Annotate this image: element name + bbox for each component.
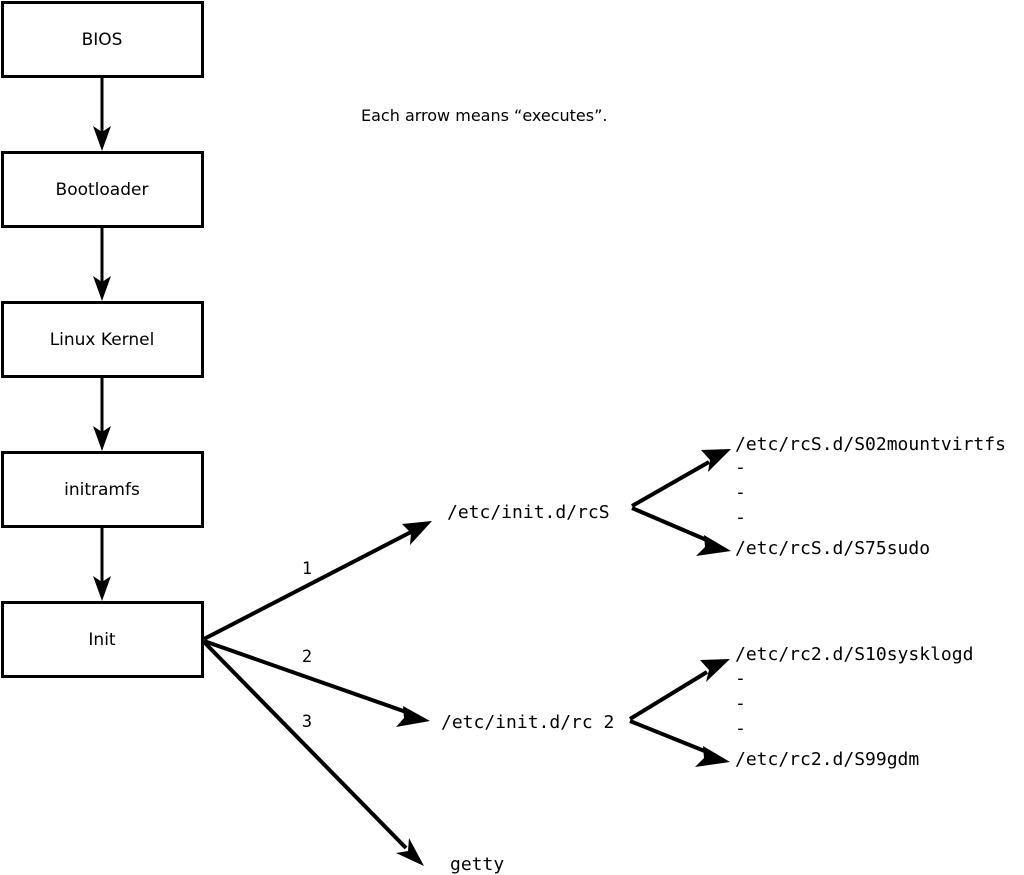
rc2-script-first: /etc/rc2.d/S10sysklogd bbox=[735, 644, 973, 665]
branch-target-rcs: /etc/init.d/rcS bbox=[447, 502, 610, 523]
rc2-ellipsis-dash-1: - bbox=[735, 668, 746, 689]
branch-target-getty: getty bbox=[450, 854, 504, 875]
stage-box-initramfs[interactable]: initramfs bbox=[1, 451, 204, 528]
chain-arrow-kernel-to-initramfs bbox=[93, 377, 111, 451]
stage-label-bios: BIOS bbox=[82, 30, 123, 50]
init-branch-3: 3 getty bbox=[202, 640, 504, 875]
rcs-ellipsis: - - - bbox=[735, 457, 746, 528]
branch-number-2: 2 bbox=[302, 647, 312, 667]
caption-each-arrow-means-executes: Each arrow means “executes”. bbox=[361, 106, 607, 125]
rcs-subbranch-lower: /etc/rcS.d/S75sudo bbox=[631, 506, 930, 559]
rc2-ellipsis: - - - bbox=[735, 668, 746, 739]
stage-label-bootloader: Bootloader bbox=[56, 180, 149, 200]
rc2-script-last: /etc/rc2.d/S99gdm bbox=[735, 749, 919, 770]
rcs-subbranch-upper: /etc/rcS.d/S02mountvirtfs bbox=[631, 434, 1006, 508]
chain-arrow-initramfs-to-init bbox=[93, 527, 111, 601]
chain-arrow-bootloader-to-kernel bbox=[93, 227, 111, 301]
init-branch-1: 1 /etc/init.d/rcS bbox=[203, 502, 610, 641]
stage-box-init[interactable]: Init bbox=[1, 601, 204, 678]
init-branch-2: 2 /etc/init.d/rc 2 bbox=[203, 639, 614, 733]
stage-label-linux-kernel: Linux Kernel bbox=[50, 330, 155, 350]
rcs-ellipsis-dash-3: - bbox=[735, 507, 746, 528]
branch-number-1: 1 bbox=[302, 559, 312, 579]
rc2-ellipsis-dash-2: - bbox=[735, 693, 746, 714]
stage-box-bios[interactable]: BIOS bbox=[1, 1, 204, 78]
rc2-ellipsis-dash-3: - bbox=[735, 718, 746, 739]
stage-label-initramfs: initramfs bbox=[64, 480, 140, 500]
branch-number-3: 3 bbox=[302, 712, 312, 732]
stage-box-bootloader[interactable]: Bootloader bbox=[1, 151, 204, 228]
chain-arrow-bios-to-bootloader bbox=[93, 77, 111, 151]
rc2-subbranch-upper: /etc/rc2.d/S10sysklogd bbox=[628, 644, 973, 721]
branch-target-rc2: /etc/init.d/rc 2 bbox=[441, 712, 614, 733]
rc2-subbranch-lower: /etc/rc2.d/S99gdm bbox=[629, 719, 919, 770]
rcs-script-first: /etc/rcS.d/S02mountvirtfs bbox=[735, 434, 1006, 455]
rcs-script-last: /etc/rcS.d/S75sudo bbox=[735, 538, 930, 559]
stage-label-init: Init bbox=[88, 630, 116, 650]
rcs-ellipsis-dash-2: - bbox=[735, 482, 746, 503]
stage-box-linux-kernel[interactable]: Linux Kernel bbox=[1, 301, 204, 378]
rcs-ellipsis-dash-1: - bbox=[735, 457, 746, 478]
